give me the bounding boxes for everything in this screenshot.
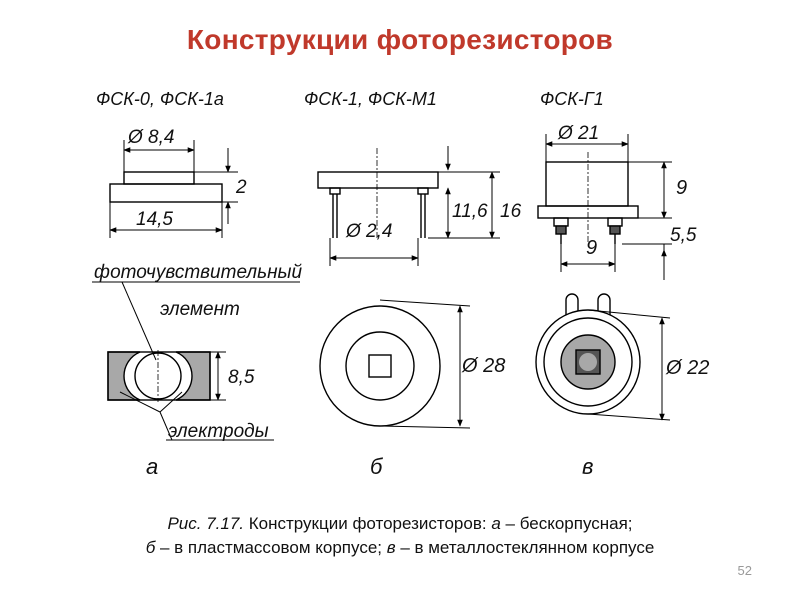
- caption-prefix: Рис. 7.17.: [167, 514, 245, 533]
- variant-v-dim-pin-length: 5,5: [670, 225, 697, 246]
- slide-title: Конструкции фоторезисторов: [186, 24, 614, 55]
- variant-b-top-view: [319, 299, 471, 429]
- variant-b-side-view: [317, 146, 500, 266]
- variant-v-header: ФСК-Г1: [540, 89, 604, 109]
- caption-text-2: – бескорпусная;: [500, 514, 633, 533]
- variant-a-dim-side: 8,5: [228, 367, 255, 388]
- variant-b-dim-height-2: 16: [500, 201, 522, 222]
- variant-a-side-view: [109, 140, 238, 238]
- variant-a-dim-width: 14,5: [136, 209, 173, 230]
- caption-letter-a: а: [491, 514, 501, 533]
- variant-b-dim-height-1: 11,6: [452, 201, 488, 222]
- variant-a-label-electrodes: электроды: [168, 421, 269, 442]
- variant-v-top-view: [535, 293, 671, 421]
- variant-b-letter: б: [370, 454, 383, 479]
- variant-a-dim-height: 2: [236, 177, 247, 198]
- figure-caption-line-2: б – в пластмассовом корпусе; в – в метал…: [0, 539, 800, 556]
- variant-a-letter: а: [146, 454, 159, 479]
- variant-v-letter: в: [582, 454, 594, 479]
- caption-text-1: Конструкции фоторезисторов:: [244, 514, 492, 533]
- variant-b-header: ФСК-1, ФСК-М1: [304, 89, 437, 109]
- variant-v-dim-pin-spacing: 9: [586, 237, 598, 259]
- variant-b-dim-diameter: Ø 28: [462, 355, 506, 377]
- variant-v-dim-height: 9: [676, 177, 688, 199]
- caption-letter-b: б: [145, 538, 156, 557]
- variant-a-dim-diameter: Ø 8,4: [128, 127, 175, 148]
- variant-a-header: ФСК-0, ФСК-1а: [96, 89, 224, 109]
- variant-a-label-element-2: элемент: [160, 299, 240, 320]
- variant-v-side-view: [537, 134, 672, 280]
- variant-a-top-view: [92, 281, 300, 441]
- caption-letter-v: в: [386, 538, 396, 557]
- variant-b-dim-pin-spacing: Ø 2,4: [346, 221, 393, 242]
- figure-caption-line-1: Рис. 7.17. Конструкции фоторезисторов: а…: [0, 515, 800, 532]
- variant-v-dim-diameter: Ø 22: [666, 357, 710, 379]
- variant-v-dim-diameter-top: Ø 21: [558, 123, 600, 144]
- variant-a-label-element-1: фоточувствительный: [94, 262, 303, 283]
- caption-text-4: – в металлостеклянном корпусе: [395, 538, 655, 557]
- page-number: 52: [737, 563, 752, 578]
- caption-text-3: – в пластмассовом корпусе;: [155, 538, 387, 557]
